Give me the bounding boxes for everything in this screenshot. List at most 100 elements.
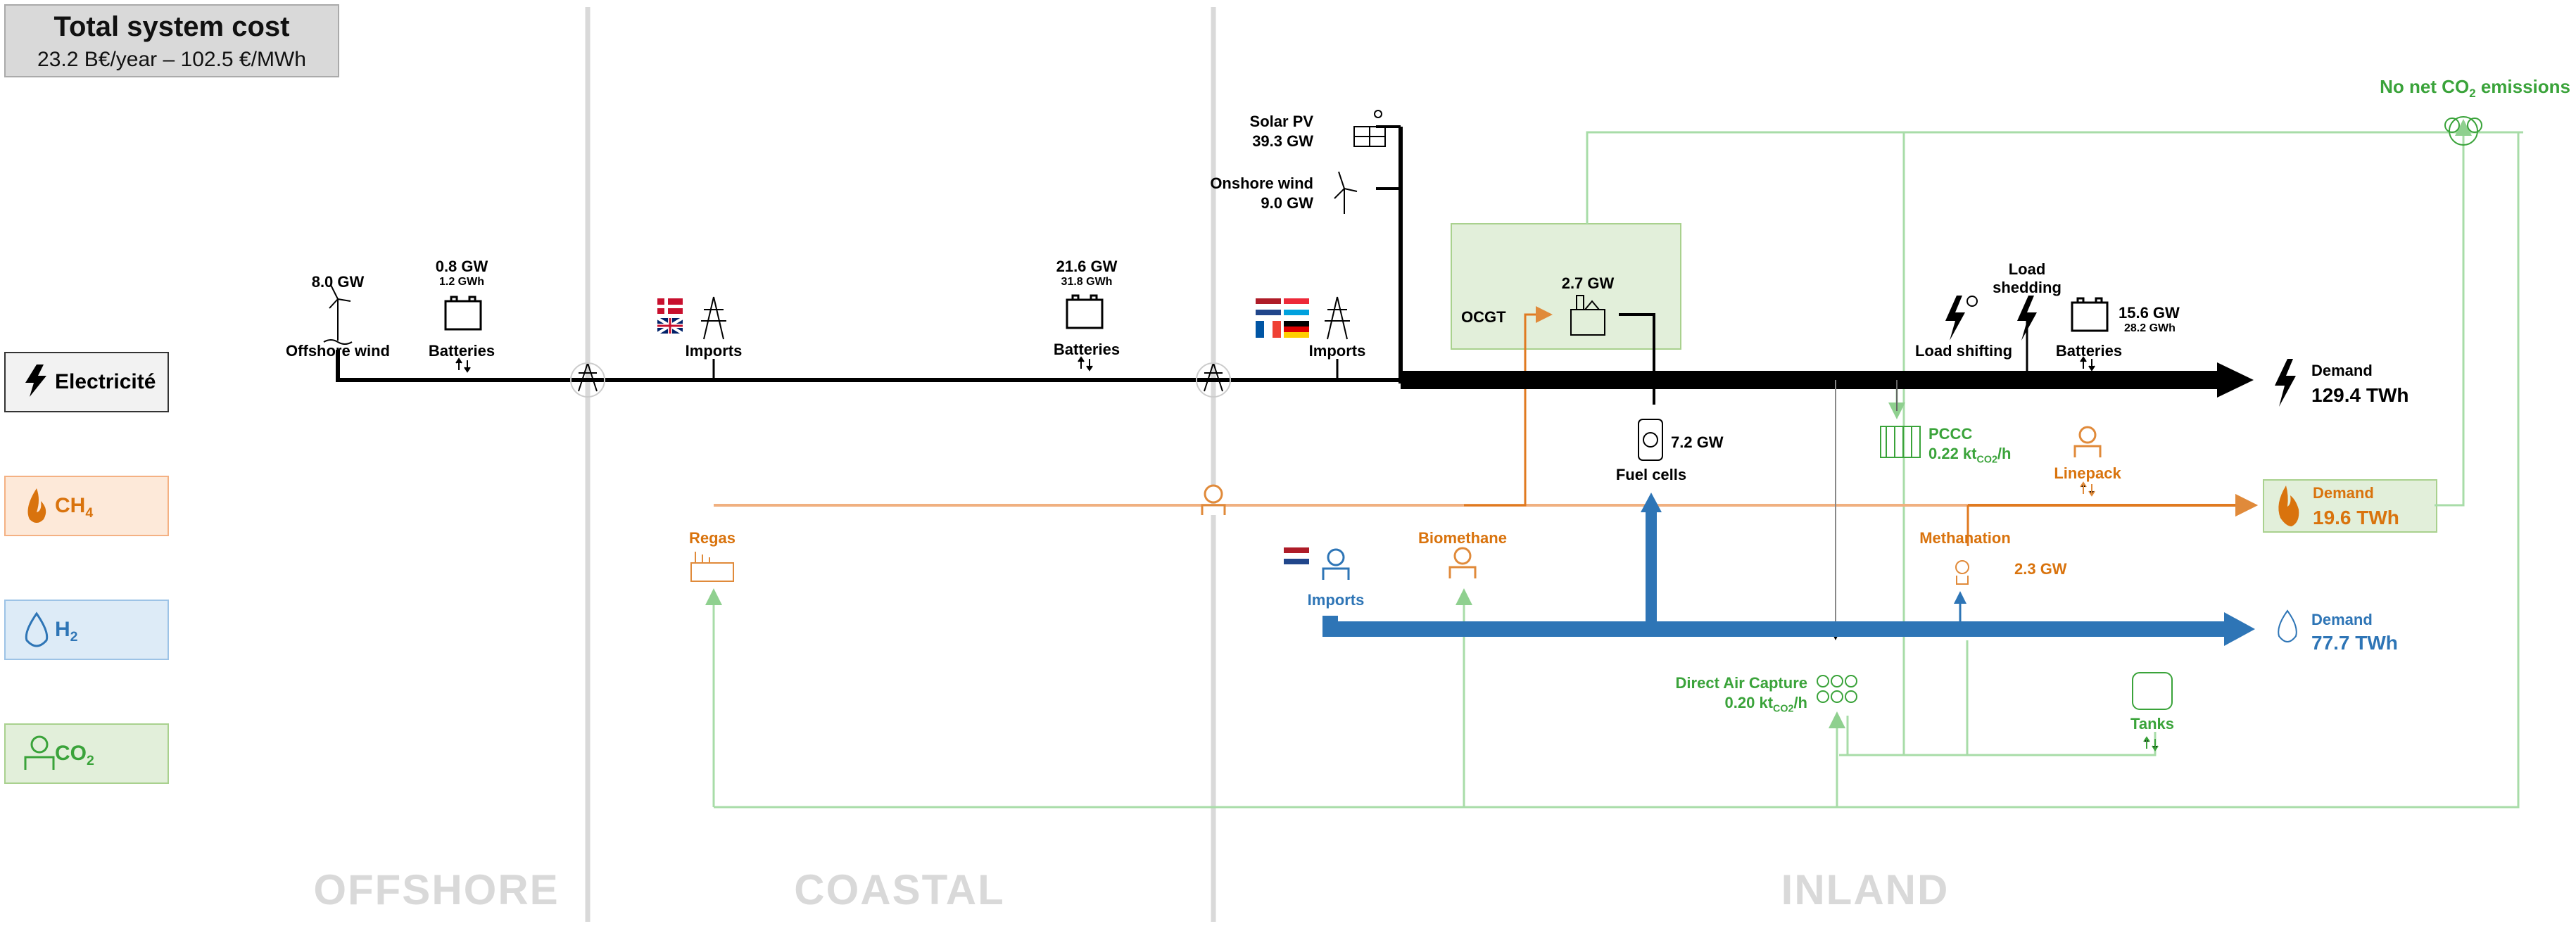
regas-icon: [690, 552, 734, 582]
legend-co2-label: CO2: [55, 742, 94, 768]
pccc-value: 0.22 ktCO2/h: [1928, 445, 2012, 466]
load-shedding-label-line1: Load: [2008, 260, 2046, 278]
zone-label-coastal: COASTAL: [794, 866, 1005, 913]
fuel-cell-icon: [1638, 419, 1663, 461]
linepack-icon: [2073, 426, 2102, 457]
coastal-battery-energy: 31.8 GWh: [1061, 276, 1113, 288]
legend-h2: H2: [4, 600, 169, 660]
ocgt-plant-icon: [1570, 295, 1605, 336]
coastal-battery-power: 21.6 GW: [1056, 258, 1118, 275]
dac-value: 0.20 ktCO2/h: [1724, 694, 1807, 715]
electricity-demand-arrow: [2217, 362, 2254, 398]
ocgt-box: [1451, 223, 1681, 350]
co2-cloud-icon: [2444, 116, 2482, 146]
dac-label: Direct Air Capture: [1675, 674, 1807, 692]
ch4-demand-icon: [2278, 486, 2299, 526]
coastal-battery-label: Batteries: [1053, 341, 1120, 358]
load-shedding-label-line2: shedding: [1993, 279, 2062, 296]
electricity-network: [336, 125, 2231, 640]
clock-icon: [1966, 296, 1978, 307]
coastal-pylon-icon: [701, 296, 726, 340]
offshore-substation-icon: [570, 362, 605, 398]
flag-germany: [1284, 321, 1309, 338]
h2-demand-label: Demand: [2311, 611, 2373, 628]
h2-imports-label: Imports: [1307, 591, 1365, 609]
co2-tank-icon: [2132, 672, 2173, 710]
solar-panel-icon: [1353, 110, 1386, 147]
coastal-imports-label: Imports: [685, 342, 743, 360]
load-shifting-icon: [1945, 296, 1965, 341]
storage-charge-arrows: [455, 356, 2095, 373]
tanks-label: Tanks: [2130, 715, 2174, 733]
onshore-wind-value: 9.0 GW: [1261, 194, 1313, 212]
solar-pv-label: Solar PV: [1249, 113, 1313, 130]
onshore-wind-label: Onshore wind: [1210, 175, 1313, 192]
inland-battery-icon: [2071, 297, 2109, 332]
methane-network: [714, 306, 2258, 546]
legend-ch4-label: CH4: [55, 494, 94, 521]
no-net-co2-label: No net CO2 emissions: [2380, 76, 2570, 101]
flag-netherlands-h2: [1284, 547, 1309, 564]
legend-co2: CO2: [4, 723, 169, 784]
fuel-cells-inflow-arrow: [1641, 493, 1662, 512]
zone-label-inland: INLAND: [1781, 866, 1950, 913]
flag-france: [1256, 321, 1281, 338]
flag-luxembourg: [1284, 298, 1309, 315]
coastal-substation-icon: [1196, 362, 1231, 398]
h2-demand-icon: [2278, 609, 2297, 642]
offshore-battery-power: 0.8 GW: [435, 258, 488, 275]
total-system-cost-title: Total system cost: [53, 11, 290, 42]
h2-drop-icon: [25, 611, 49, 647]
flag-united-kingdom: [656, 317, 684, 335]
flag-denmark: [657, 298, 683, 314]
biomethane-icon: [1448, 547, 1477, 578]
h2-demand-value: 77.7 TWh: [2311, 632, 2398, 654]
legend-electricity-label: Electricité: [55, 370, 156, 393]
electricity-demand-value: 129.4 TWh: [2311, 384, 2409, 406]
ch4-demand-value: 19.6 TWh: [2313, 507, 2399, 528]
ch4-demand-label: Demand: [2313, 484, 2374, 502]
solar-pv-value: 39.3 GW: [1252, 132, 1313, 150]
fuel-cells-label: Fuel cells: [1615, 466, 1687, 483]
flame-icon: [27, 488, 46, 523]
h2-imports-icon: [1322, 548, 1350, 580]
inland-pylon-icon: [1325, 296, 1350, 340]
zone-label-offshore: OFFSHORE: [313, 866, 560, 913]
onshore-wind-turbine-icon: [1334, 171, 1358, 214]
total-system-cost-box: Total system cost 23.2 B€/year – 102.5 €…: [4, 4, 339, 77]
offshore-wind-turbine-icon: [323, 284, 353, 345]
methanation-value: 2.3 GW: [2014, 560, 2067, 578]
inland-battery-energy: 28.2 GWh: [2124, 322, 2176, 334]
lightning-icon: [25, 365, 46, 397]
inland-battery-power: 15.6 GW: [2119, 304, 2180, 322]
electricity-demand-icon: [2275, 359, 2296, 407]
biomethane-label: Biomethane: [1418, 529, 1507, 547]
hydrogen-demand-arrow: [2224, 612, 2255, 646]
offshore-battery-icon: [444, 296, 482, 331]
total-system-cost-value: 23.2 B€/year – 102.5 €/MWh: [37, 48, 306, 71]
pccc-label: PCCC: [1928, 425, 1973, 443]
direct-air-capture-icon: [1817, 675, 1857, 703]
linepack-label: Linepack: [2054, 464, 2121, 482]
offshore-wind-value: 8.0 GW: [311, 273, 365, 291]
methanation-icon: [1955, 560, 1969, 585]
tanks-arrows: [2143, 736, 2159, 752]
load-shedding-icon: [2017, 296, 2037, 341]
co2-network: [705, 119, 2523, 809]
fuel-cells-value: 7.2 GW: [1671, 433, 1724, 451]
methanation-label: Methanation: [1919, 529, 2011, 547]
ocgt-label: OCGT: [1461, 308, 1506, 326]
offshore-wind-label: Offshore wind: [286, 342, 390, 360]
coastal-battery-icon: [1066, 294, 1104, 329]
legend-ch4: CH4: [4, 476, 169, 536]
inland-imports-label: Imports: [1308, 342, 1366, 360]
electricity-demand-label: Demand: [2311, 362, 2373, 379]
offshore-battery-label: Batteries: [428, 342, 495, 360]
offshore-battery-energy: 1.2 GWh: [438, 276, 485, 288]
load-shifting-label: Load shifting: [1914, 342, 2013, 360]
methane-hub-icon: [1201, 484, 1226, 515]
hydrogen-network: [1322, 510, 2224, 637]
regas-label: Regas: [688, 529, 736, 547]
linepack-arrows: [2080, 481, 2095, 497]
